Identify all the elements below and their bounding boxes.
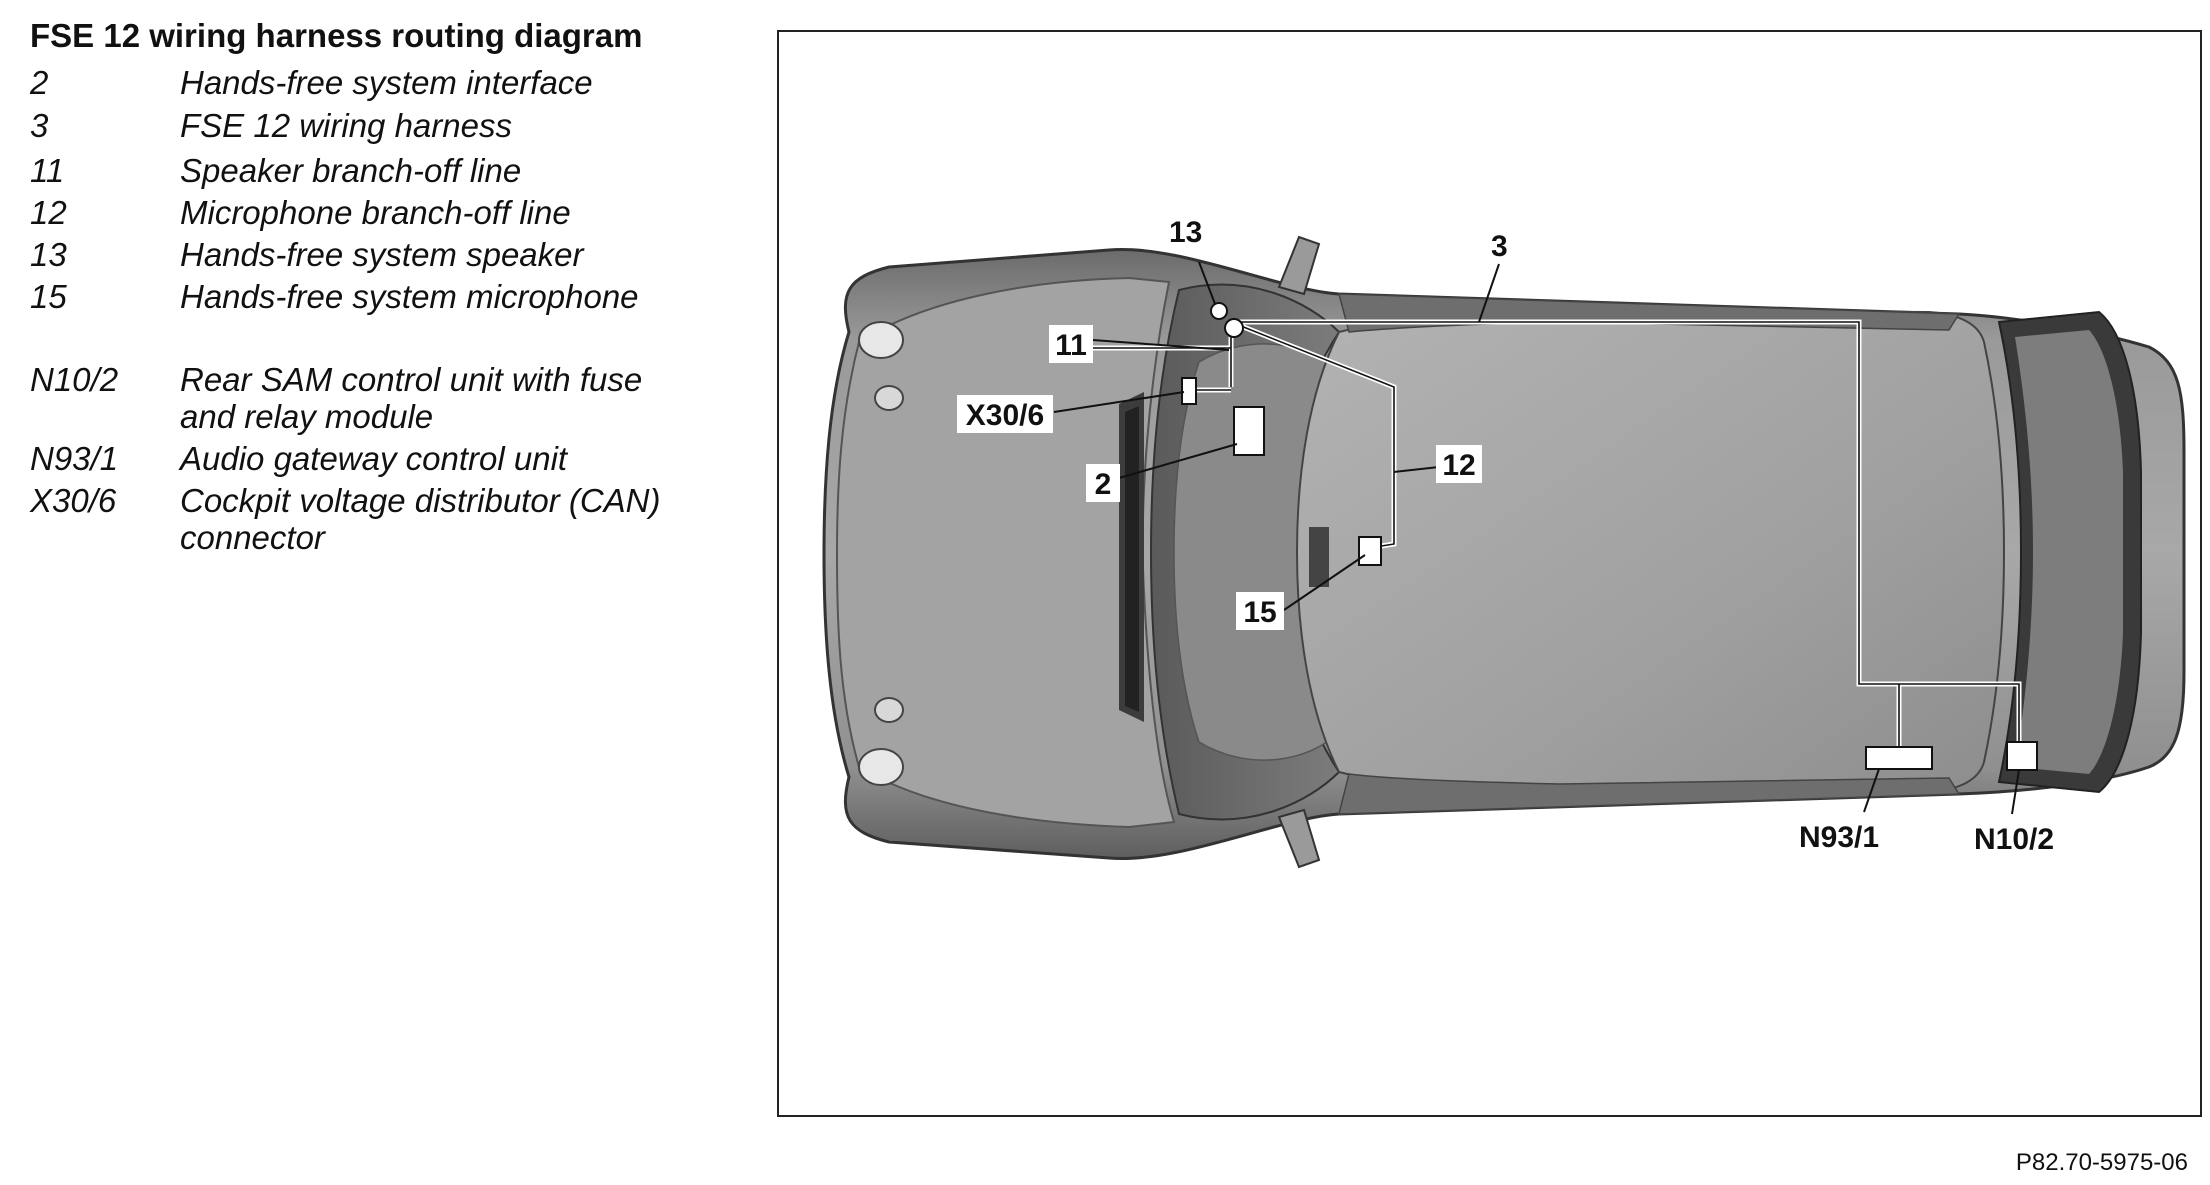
legend-item-3: 3 FSE 12 wiring harness	[30, 107, 730, 144]
legend-code: 12	[30, 194, 67, 231]
callout-12: 12	[1442, 449, 1475, 482]
callout-3: 3	[1491, 230, 1508, 263]
legend: FSE 12 wiring harness routing diagram 2 …	[30, 14, 730, 556]
legend-desc: Hands-free system microphone	[180, 278, 639, 315]
legend-desc: FSE 12 wiring harness	[180, 107, 512, 144]
callout-13: 13	[1169, 216, 1202, 249]
legend-item-11: 11 Speaker branch-off line	[30, 152, 730, 189]
legend-code: 13	[30, 236, 67, 273]
legend-item-15: 15 Hands-free system microphone	[30, 278, 730, 315]
callout-11: 11	[1055, 329, 1087, 362]
callout-x30-6: X30/6	[966, 399, 1044, 432]
legend-code: 15	[30, 278, 67, 315]
legend-item-x30-6: X30/6 Cockpit voltage distributor (CAN) …	[30, 482, 730, 556]
callout-x30-6-box	[957, 395, 1053, 433]
legend-item-13: 13 Hands-free system speaker	[30, 236, 730, 273]
steering-column	[1309, 527, 1329, 587]
car-wiring-diagram: 13 3 11 12 X30/6 2 15 N93/1 N10/2	[822, 216, 2186, 869]
legend-desc: Speaker branch-off line	[180, 152, 522, 189]
legend-code: N93/1	[30, 440, 119, 477]
legend-item-n10-2: N10/2 Rear SAM control unit with fuse an…	[30, 361, 730, 435]
callout-2: 2	[1095, 468, 1112, 501]
headlight-right	[858, 748, 904, 786]
legend-item-n93-1: N93/1 Audio gateway control unit	[30, 440, 730, 477]
legend-code: N10/2	[30, 361, 119, 398]
callout-2-box	[1086, 464, 1120, 502]
hood-vent	[1119, 392, 1144, 722]
callout-11-box	[1049, 325, 1093, 363]
legend-code: 11	[30, 152, 65, 189]
callout-12-box	[1436, 445, 1482, 483]
legend-title: FSE 12 wiring harness routing diagram	[30, 17, 643, 54]
legend-code: 2	[30, 64, 49, 101]
foglight-left	[874, 385, 904, 411]
mirror-left	[1277, 235, 1321, 296]
mirror-right	[1277, 808, 1321, 869]
interface-2	[1233, 406, 1265, 456]
callout-n10-2: N10/2	[1974, 823, 2054, 856]
diagram-frame: 13 3 11 12 X30/6 2 15 N93/1 N10/2	[777, 30, 2202, 1117]
headlight-left	[858, 321, 904, 359]
legend-desc: Cockpit voltage distributor (CAN) connec…	[180, 482, 661, 556]
legend-desc: Rear SAM control unit with fuse and rela…	[180, 361, 643, 435]
control-unit-n10-2	[2006, 741, 2038, 771]
callout-15-box	[1236, 592, 1284, 630]
legend-code: 3	[30, 107, 49, 144]
figure-id: P82.70-5975-06	[2015, 1149, 2188, 1176]
harness-junction	[1224, 318, 1244, 338]
callout-15: 15	[1243, 596, 1276, 629]
legend-desc: Hands-free system interface	[180, 64, 593, 101]
callout-text: 13	[1169, 216, 1202, 249]
callout-n93-1: N93/1	[1799, 821, 1879, 854]
legend-desc: Microphone branch-off line	[180, 194, 571, 231]
speaker-13	[1210, 302, 1228, 320]
foglight-right	[874, 697, 904, 723]
legend-code: X30/6	[30, 482, 117, 519]
car-body	[822, 235, 2186, 869]
legend-item-12: 12 Microphone branch-off line	[30, 194, 730, 231]
legend-item-2: 2 Hands-free system interface	[30, 64, 730, 101]
microphone-15	[1358, 536, 1382, 566]
callout-text: 3	[1491, 230, 1508, 263]
legend-desc: Audio gateway control unit	[180, 440, 568, 477]
connector-x30-6	[1181, 377, 1197, 405]
legend-desc: Hands-free system speaker	[180, 236, 584, 273]
control-unit-n93-1	[1865, 746, 1933, 770]
